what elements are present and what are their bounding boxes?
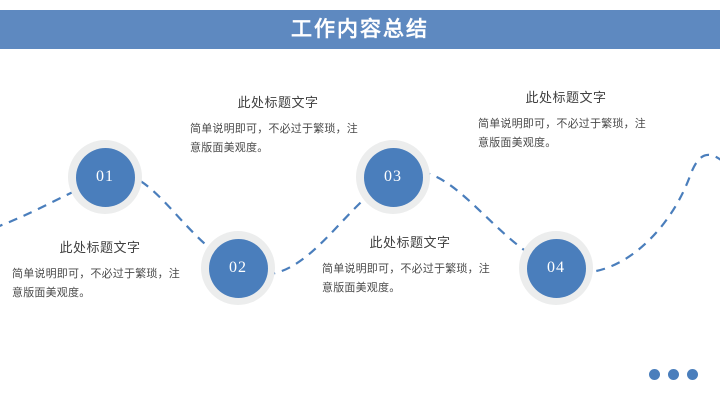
dot-icon-2 [668, 369, 679, 380]
step-number-02: 02 [229, 259, 247, 276]
step-number-03: 03 [384, 168, 402, 185]
step-body-04: 简单说明即可，不必过于繁琐，注意版面美观度。 [478, 117, 646, 149]
step-circle-02-inner: 02 [208, 238, 268, 298]
slide-title-bar: 工作内容总结 [0, 10, 720, 49]
step-number-01: 01 [96, 168, 114, 185]
step-body-01: 简单说明即可，不必过于繁琐，注意版面美观度。 [12, 267, 180, 299]
step-heading-04: 此处标题文字 [525, 90, 607, 105]
step-circle-04[interactable]: 04 [519, 231, 593, 305]
step-number-04: 04 [547, 259, 565, 276]
step-heading-01: 此处标题文字 [59, 240, 141, 255]
step-text-block-01: 此处标题文字 简单说明即可，不必过于繁琐，注意版面美观度。 [12, 240, 188, 303]
step-circle-03-inner: 03 [363, 147, 423, 207]
step-circle-01[interactable]: 01 [68, 140, 142, 214]
dot-icon-3 [687, 369, 698, 380]
step-text-block-04: 此处标题文字 简单说明即可，不必过于繁琐，注意版面美观度。 [478, 90, 654, 153]
step-text-block-02: 此处标题文字 简单说明即可，不必过于繁琐，注意版面美观度。 [190, 95, 366, 158]
step-circle-03[interactable]: 03 [356, 140, 430, 214]
step-body-03: 简单说明即可，不必过于繁琐，注意版面美观度。 [322, 262, 490, 294]
step-body-02: 简单说明即可，不必过于繁琐，注意版面美观度。 [190, 122, 358, 154]
step-circle-01-inner: 01 [75, 147, 135, 207]
step-circle-02[interactable]: 02 [201, 231, 275, 305]
page-title: 工作内容总结 [291, 17, 429, 41]
decorative-dots [649, 369, 698, 380]
dot-icon-1 [649, 369, 660, 380]
step-circle-04-inner: 04 [526, 238, 586, 298]
step-heading-03: 此处标题文字 [369, 235, 451, 250]
step-text-block-03: 此处标题文字 简单说明即可，不必过于繁琐，注意版面美观度。 [322, 235, 498, 298]
step-heading-02: 此处标题文字 [237, 95, 319, 110]
